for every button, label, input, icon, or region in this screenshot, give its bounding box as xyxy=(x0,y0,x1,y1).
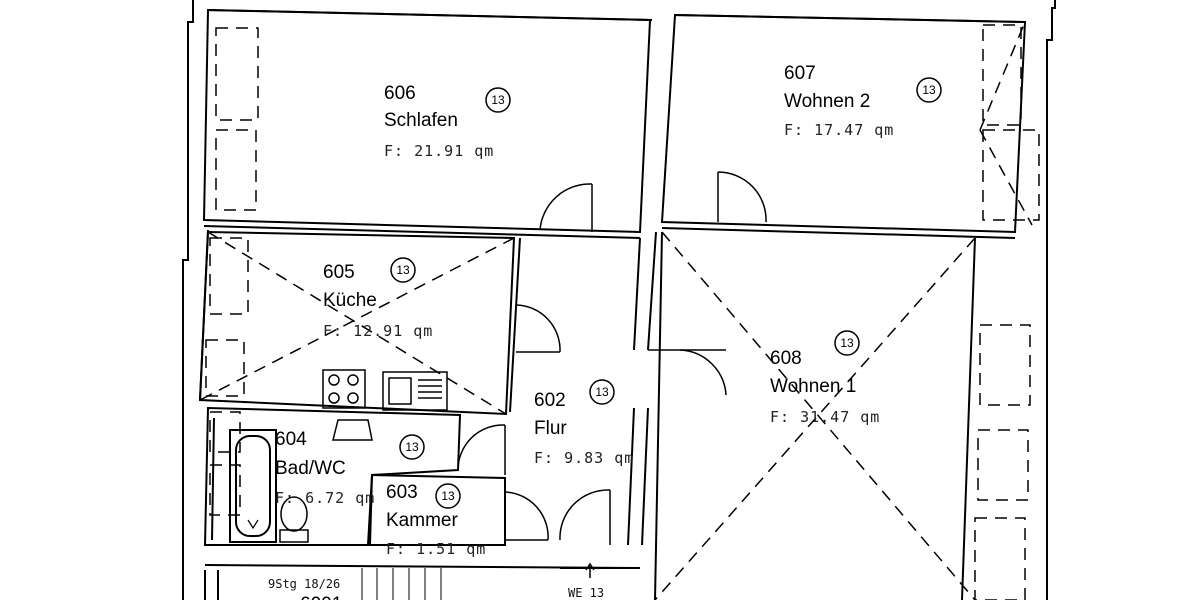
room-number: 607 xyxy=(784,63,816,84)
room-number: 602 xyxy=(534,390,566,411)
badge-603: 13 xyxy=(435,483,461,509)
room-number: 608 xyxy=(770,348,802,369)
unit-arrow-icon xyxy=(585,562,595,578)
badge-602: 13 xyxy=(589,379,615,405)
fixtures xyxy=(229,369,448,543)
badge-605: 13 xyxy=(390,257,416,283)
stair-label: 9Stg 18/26 xyxy=(268,577,340,591)
room-number: 605 xyxy=(323,262,355,283)
room-name: Wohnen 2 xyxy=(784,91,870,112)
washbasin-icon xyxy=(332,419,373,441)
room-604: 604 Bad/WC F: 6.72 qm xyxy=(275,429,375,507)
badge-604: 13 xyxy=(399,434,425,460)
room-area: F: 21.91 qm xyxy=(384,142,494,160)
doors xyxy=(457,171,767,545)
room-area: F: 31.47 qm xyxy=(770,408,880,426)
room-name: Küche xyxy=(323,290,377,311)
room-name: Flur xyxy=(534,418,567,439)
room-area: F: 17.47 qm xyxy=(784,121,894,139)
walls xyxy=(182,0,1056,600)
svg-text:13: 13 xyxy=(405,440,419,454)
room-area: F: 9.83 qm xyxy=(534,449,634,467)
stove-icon xyxy=(322,369,366,409)
svg-text:13: 13 xyxy=(922,83,936,97)
sink-icon xyxy=(382,371,448,411)
room-area: F: 12.91 qm xyxy=(323,322,433,340)
svg-text:13: 13 xyxy=(595,385,609,399)
badge-606: 13 xyxy=(485,87,511,113)
room-number: 603 xyxy=(386,482,418,503)
badge-607: 13 xyxy=(916,77,942,103)
svg-text:13: 13 xyxy=(396,263,410,277)
room-area: F: 1.51 qm xyxy=(386,540,486,558)
svg-text:13: 13 xyxy=(840,336,854,350)
room-name: Kammer xyxy=(386,510,458,531)
bathtub-icon xyxy=(229,429,277,543)
room-605: 605 Küche F: 12.91 qm xyxy=(323,262,433,340)
room-number: 606 xyxy=(384,83,416,104)
room-608: 608 Wohnen 1 F: 31.47 qm xyxy=(770,348,880,426)
dashed-markers xyxy=(199,21,1040,600)
unit-label: WE 13 xyxy=(568,586,604,600)
svg-text:13: 13 xyxy=(491,93,505,107)
svg-text:13: 13 xyxy=(441,489,455,503)
room-name: Schlafen xyxy=(384,110,458,131)
room-name: Wohnen 1 xyxy=(770,376,856,397)
room-606: 606 Schlafen F: 21.91 qm xyxy=(384,83,494,160)
room-area: F: 6.72 qm xyxy=(275,489,375,507)
room-607: 607 Wohnen 2 F: 17.47 qm xyxy=(784,63,894,139)
room-name: Bad/WC xyxy=(275,458,346,479)
stair-room-number: 6001 xyxy=(300,594,342,600)
toilet-icon xyxy=(279,496,309,543)
room-number: 604 xyxy=(275,429,307,450)
room-603: 603 Kammer F: 1.51 qm xyxy=(386,482,486,558)
badge-608: 13 xyxy=(834,330,860,356)
room-602: 602 Flur F: 9.83 qm xyxy=(534,390,634,467)
